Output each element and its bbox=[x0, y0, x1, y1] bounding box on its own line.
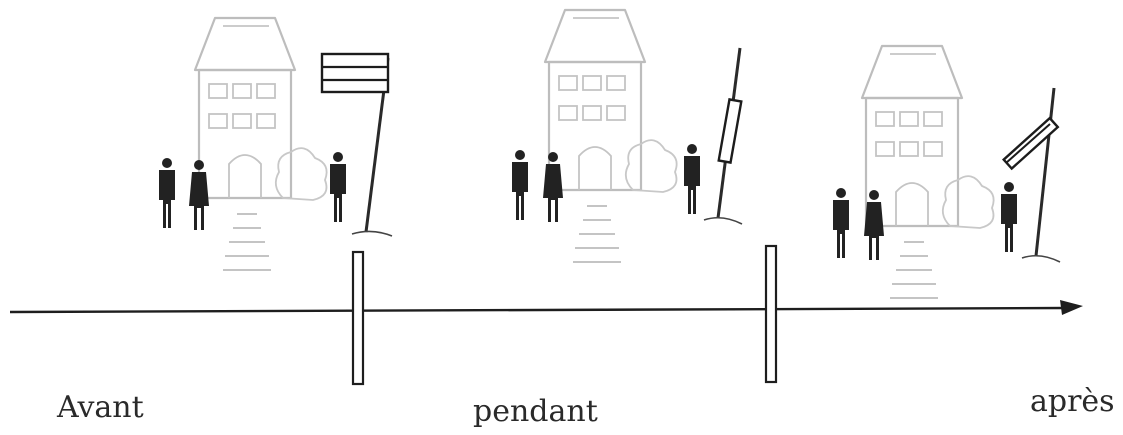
person-icon bbox=[512, 144, 700, 222]
timeline-axis bbox=[9, 244, 1083, 386]
timeline-marker-start bbox=[351, 250, 365, 386]
arrow-right-icon bbox=[1060, 300, 1083, 315]
timeline-marker-end bbox=[764, 244, 778, 384]
flag-lowered-icon bbox=[1001, 116, 1060, 171]
flag-lowering-icon bbox=[717, 98, 743, 164]
person-icon bbox=[833, 182, 1017, 260]
school-building-3 bbox=[860, 44, 995, 300]
scene-after bbox=[833, 44, 1061, 300]
label-during: pendant bbox=[473, 394, 598, 429]
flagpole-3 bbox=[1034, 87, 1056, 257]
label-before: Avant bbox=[57, 390, 144, 425]
flag-raised-icon bbox=[320, 52, 390, 94]
school-building-1 bbox=[193, 16, 328, 272]
person-icon bbox=[159, 152, 346, 230]
school-building-2 bbox=[543, 8, 678, 264]
scene-before bbox=[159, 16, 393, 272]
timeline-line bbox=[9, 306, 1067, 314]
scene-during bbox=[512, 8, 743, 264]
label-after: après bbox=[1030, 384, 1115, 419]
